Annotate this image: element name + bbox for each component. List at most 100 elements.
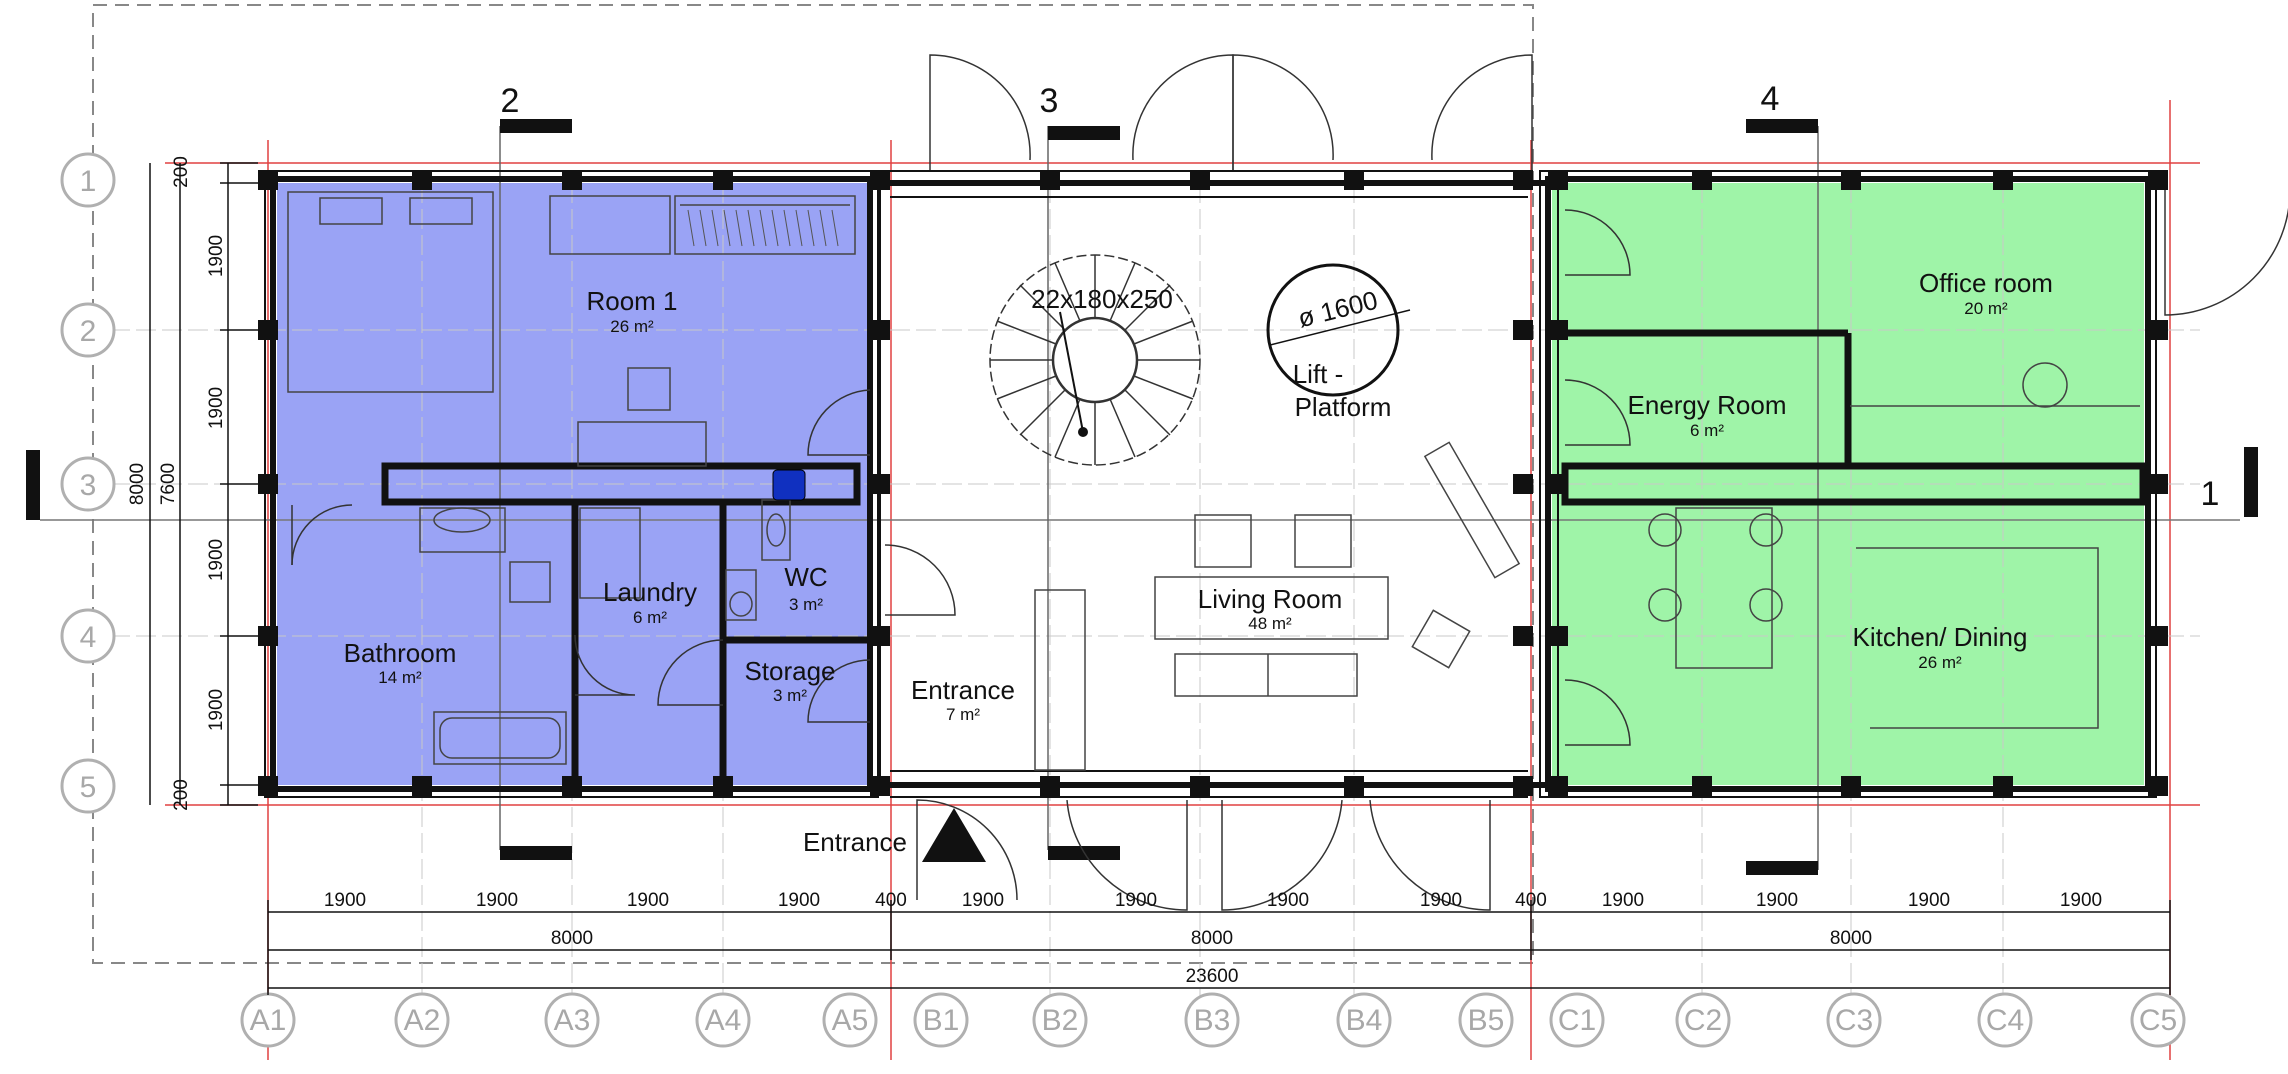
column — [870, 320, 890, 340]
dim-bottom-segment: 1900 — [1756, 890, 1798, 911]
room-name-room1: Room 1 — [586, 286, 677, 316]
column — [1513, 474, 1533, 494]
dim-left-segment: 200 — [171, 156, 192, 188]
dim-bottom-segment: 1900 — [1115, 890, 1157, 911]
dim-bottom-segment: 1900 — [627, 890, 669, 911]
left-dimension-lines — [149, 162, 258, 806]
column — [870, 170, 890, 190]
service-zone-fill — [1552, 183, 2144, 785]
grid-col-label: B2 — [1042, 1004, 1079, 1037]
column — [412, 776, 432, 796]
column — [870, 776, 890, 796]
grid-row-label: 3 — [80, 469, 97, 502]
room-area-living: 48 m² — [1248, 614, 1292, 633]
room-area-wc: 3 m² — [789, 595, 823, 614]
dim-left-outer-total: 8000 — [127, 463, 148, 505]
door-swings — [291, 54, 2288, 911]
column — [2148, 474, 2168, 494]
wardrobe-hatch — [687, 209, 839, 247]
dim-bottom-segment: 1900 — [2060, 890, 2102, 911]
column — [1040, 776, 1060, 796]
room-name-laundry: Laundry — [603, 577, 697, 607]
entrance-arrow-icon — [922, 808, 986, 862]
lift-label-line2: Platform — [1295, 392, 1392, 422]
grid-col-label: A2 — [404, 1004, 441, 1037]
room-area-bathroom: 14 m² — [378, 668, 422, 687]
section-mark-1: 1 — [2201, 475, 2220, 513]
dim-bottom-segment: 1900 — [1267, 890, 1309, 911]
column — [562, 170, 582, 190]
column — [1548, 170, 1568, 190]
lift-dimension-line — [1269, 309, 1411, 346]
grid-col-label: B3 — [1194, 1004, 1231, 1037]
room-name-wc: WC — [784, 562, 827, 592]
dim-left-segment: 1900 — [206, 387, 227, 429]
room-area-room1: 26 m² — [610, 317, 654, 336]
room-name-bathroom: Bathroom — [344, 638, 457, 668]
grid-col-label: A4 — [705, 1004, 742, 1037]
dim-bottom-total: 23600 — [1186, 966, 1239, 987]
grid-col-label: B1 — [923, 1004, 960, 1037]
column — [2148, 776, 2168, 796]
column — [1692, 170, 1712, 190]
column — [258, 626, 278, 646]
column — [562, 776, 582, 796]
grid-col-label: C3 — [1835, 1004, 1873, 1037]
spiral-stair — [989, 254, 1201, 466]
grid-col-label: C5 — [2139, 1004, 2177, 1037]
grid-row-label: 4 — [80, 621, 97, 654]
grid-row-label: 1 — [80, 165, 97, 198]
dim-bottom-segment: 1900 — [778, 890, 820, 911]
section-ticks — [500, 119, 1818, 875]
column — [870, 626, 890, 646]
column — [1548, 626, 1568, 646]
column — [1040, 170, 1060, 190]
room-area-entrance: 7 m² — [946, 705, 980, 724]
section-marker-right — [2244, 447, 2258, 517]
stair-annotation: 22x180x250 — [1031, 284, 1173, 314]
room-name-entrance: Entrance — [911, 675, 1015, 705]
column — [258, 320, 278, 340]
lift-platform-circle — [1266, 263, 1400, 397]
grid-col-label: A1 — [250, 1004, 287, 1037]
column — [1190, 776, 1210, 796]
grid-guide-lines — [110, 183, 2200, 1000]
column — [1548, 776, 1568, 796]
grid-row-bubbles — [60, 152, 116, 814]
column — [1993, 776, 2013, 796]
room-name-energy: Energy Room — [1628, 390, 1787, 420]
bottom-dimension-lines — [267, 900, 2171, 995]
dim-bottom-segment: 1900 — [1420, 890, 1462, 911]
dim-left-segment: 1900 — [206, 539, 227, 581]
section-lines-vertical — [499, 126, 1819, 870]
dim-bottom-subtotal: 8000 — [551, 928, 593, 949]
column — [1513, 776, 1533, 796]
dim-bottom-segment: 1900 — [1908, 890, 1950, 911]
room-name-storage: Storage — [744, 656, 835, 686]
column — [2148, 320, 2168, 340]
grid-col-label: A5 — [832, 1004, 869, 1037]
dim-bottom-subtotal: 8000 — [1191, 928, 1233, 949]
dim-bottom-segment: 1900 — [476, 890, 518, 911]
column — [2148, 170, 2168, 190]
column — [1190, 170, 1210, 190]
column — [1692, 776, 1712, 796]
column — [870, 474, 890, 494]
column — [1513, 626, 1533, 646]
room-name-living: Living Room — [1198, 584, 1343, 614]
section-marker-left — [26, 450, 40, 520]
dim-bottom-segment: 1900 — [962, 890, 1004, 911]
structural-columns — [258, 170, 2168, 796]
entrance-annotation: Entrance — [803, 827, 907, 857]
dim-bottom-segment: 1900 — [324, 890, 366, 911]
room-area-kitchen: 26 m² — [1918, 653, 1962, 672]
stair-arrow-line — [1059, 311, 1084, 433]
room-name-kitchen: Kitchen/ Dining — [1853, 622, 2028, 652]
grid-col-label: B4 — [1346, 1004, 1383, 1037]
grid-column-bubbles — [240, 992, 2186, 1048]
column — [2148, 626, 2168, 646]
lift-label-line1: Lift - — [1293, 359, 1344, 389]
dim-bottom-segment: 400 — [1515, 890, 1547, 911]
column — [713, 776, 733, 796]
